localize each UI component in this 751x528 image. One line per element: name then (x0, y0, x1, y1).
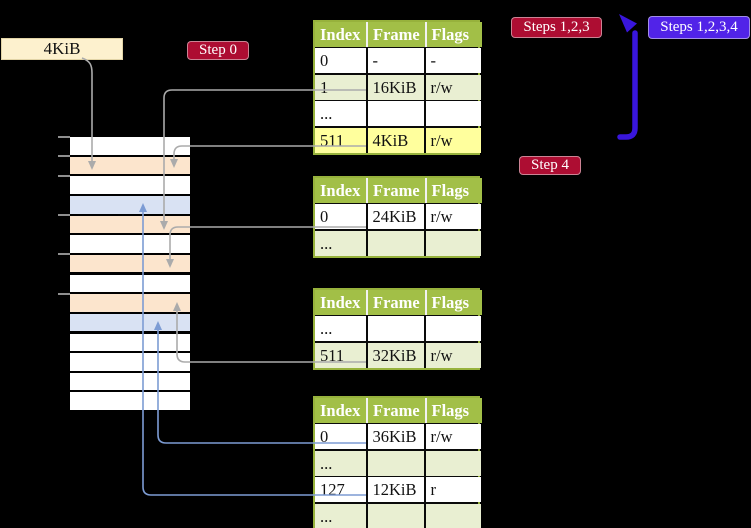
memory-frame-row-12kib (70, 195, 190, 214)
table-cell: r (425, 477, 481, 502)
column-header-flags: Flags (426, 398, 482, 423)
table-header-row: Index Frame Flags (315, 398, 482, 423)
page-table-level-3: Index Frame Flags 0 24KiB r/w ... (313, 176, 482, 258)
table-cell: - (425, 48, 481, 73)
column-header-frame: Frame (368, 178, 425, 203)
table-cell: 32KiB (367, 342, 424, 368)
table-cell (367, 503, 424, 528)
address-tick (58, 292, 70, 295)
page-table-level-2: Index Frame Flags ... 511 32KiB r/w (313, 288, 482, 370)
memory-frame-row-8kib (70, 176, 190, 194)
address-tick (58, 174, 70, 177)
column-header-index: Index (315, 398, 366, 423)
table-cell: - (367, 48, 424, 73)
table-cell: r/w (425, 74, 481, 100)
table-header-row: Index Frame Flags (315, 178, 482, 203)
address-tick (58, 155, 70, 158)
address-tick (58, 214, 70, 217)
column-header-flags: Flags (426, 22, 482, 47)
memory-frame-row-20kib (70, 235, 190, 253)
recursive-entry-cell: r/w (425, 127, 481, 153)
memory-frame-row-0kib (70, 137, 190, 155)
table-cell: r/w (425, 342, 481, 368)
table-body: 0 - - 1 16KiB r/w ... 511 4KiB r/w (315, 47, 481, 153)
column-header-index: Index (315, 178, 366, 203)
table-cell: 1 (315, 74, 366, 100)
memory-frame-row-36kib (70, 313, 190, 332)
steps-1-2-3-badge: Steps 1,2,3 (511, 17, 602, 38)
column-header-frame: Frame (368, 290, 425, 315)
steps-1-2-3-4-badge: Steps 1,2,3,4 (648, 16, 750, 39)
memory-frame-row-52kib (70, 392, 190, 411)
physical-memory-column (70, 137, 190, 411)
table-cell: 0 (315, 48, 366, 73)
table-cell: ... (315, 316, 366, 341)
table-cell: ... (315, 230, 366, 256)
address-tick (58, 253, 70, 256)
table-cell: 127 (315, 477, 366, 502)
memory-frame-row-48kib (70, 372, 190, 391)
column-header-index: Index (315, 22, 366, 47)
table-body: ... 511 32KiB r/w (315, 315, 481, 368)
table-cell: 0 (315, 204, 366, 229)
table-cell: 511 (315, 342, 366, 368)
page-table-level-4: Index Frame Flags 0 - - 1 16KiB r/w ... … (313, 20, 482, 155)
table-cell (367, 450, 424, 476)
page-table-level-1: Index Frame Flags 0 36KiB r/w ... 127 12… (313, 396, 482, 528)
table-cell: 0 (315, 424, 366, 449)
table-cell: ... (315, 503, 366, 528)
table-cell: 16KiB (367, 74, 424, 100)
memory-frame-row-16kib (70, 215, 190, 234)
table-cell: ... (315, 101, 366, 126)
table-cell (425, 230, 481, 256)
table-cell: r/w (425, 424, 481, 449)
address-tick (58, 135, 70, 138)
column-header-index: Index (315, 290, 366, 315)
table-cell: r/w (425, 204, 481, 229)
memory-frame-row-4kib (70, 156, 190, 175)
column-header-flags: Flags (426, 290, 482, 315)
table-header-row: Index Frame Flags (315, 22, 482, 47)
memory-frame-row-44kib (70, 353, 190, 371)
memory-frame-row-40kib (70, 333, 190, 352)
table-cell (367, 101, 424, 126)
recursive-loop-arrow (617, 14, 638, 140)
table-cell (367, 316, 424, 341)
step-4-badge: Step 4 (519, 156, 581, 175)
table-cell: 36KiB (367, 424, 424, 449)
table-cell (425, 450, 481, 476)
table-cell (367, 230, 424, 256)
table-body: 0 36KiB r/w ... 127 12KiB r ... (315, 423, 481, 528)
memory-frame-row-28kib (70, 274, 190, 293)
table-cell (425, 101, 481, 126)
column-header-frame: Frame (368, 398, 425, 423)
memory-frame-row-24kib (70, 254, 190, 273)
step-0-badge: Step 0 (187, 41, 249, 60)
table-cell: ... (315, 450, 366, 476)
column-header-frame: Frame (368, 22, 425, 47)
table-cell (425, 503, 481, 528)
table-header-row: Index Frame Flags (315, 290, 482, 315)
table-body: 0 24KiB r/w ... (315, 203, 481, 256)
table-cell: 24KiB (367, 204, 424, 229)
table-cell: 12KiB (367, 477, 424, 502)
recursive-entry-cell: 4KiB (367, 127, 424, 153)
frame-pointer-label: 4KiB (1, 38, 123, 60)
recursive-entry-cell: 511 (315, 127, 366, 153)
column-header-flags: Flags (426, 178, 482, 203)
table-cell (425, 316, 481, 341)
memory-frame-row-32kib (70, 294, 190, 312)
